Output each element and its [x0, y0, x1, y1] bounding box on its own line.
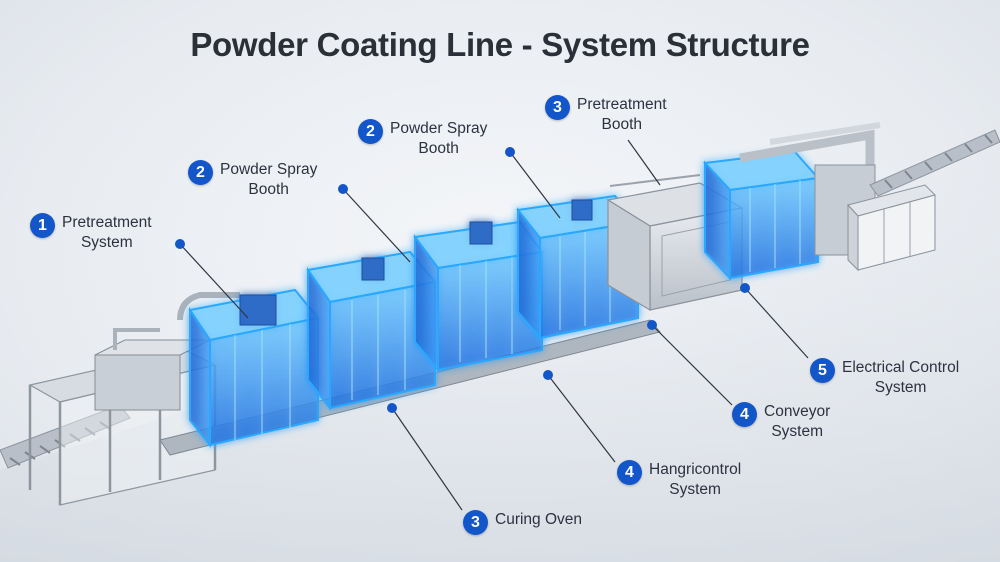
pretreatment-frame: [28, 292, 240, 506]
callout-curing-oven: 3 Curing Oven: [463, 510, 582, 535]
booth-3: [413, 220, 544, 373]
callout-number: 1: [30, 213, 55, 238]
callout-number: 4: [732, 402, 757, 427]
callout-label: Curing Oven: [495, 511, 583, 528]
diagram-title: Powder Coating Line - System Structure: [190, 26, 810, 63]
anchor-dots: [175, 147, 750, 413]
booth-2: [306, 250, 437, 411]
booth-1: [188, 288, 320, 448]
callout-number: 3: [545, 95, 570, 120]
callout-number: 2: [358, 119, 383, 144]
booth-5: [702, 150, 820, 281]
callout-number: 2: [188, 160, 213, 185]
leader-lines: [179, 139, 809, 511]
callout-number: 3: [463, 510, 488, 535]
callout-number: 5: [810, 358, 835, 383]
callout-number: 4: [617, 460, 642, 485]
exhaust-pipework: [739, 122, 881, 256]
electrical-cabinets: [847, 184, 936, 272]
exit-roller-conveyor: [869, 129, 1000, 197]
